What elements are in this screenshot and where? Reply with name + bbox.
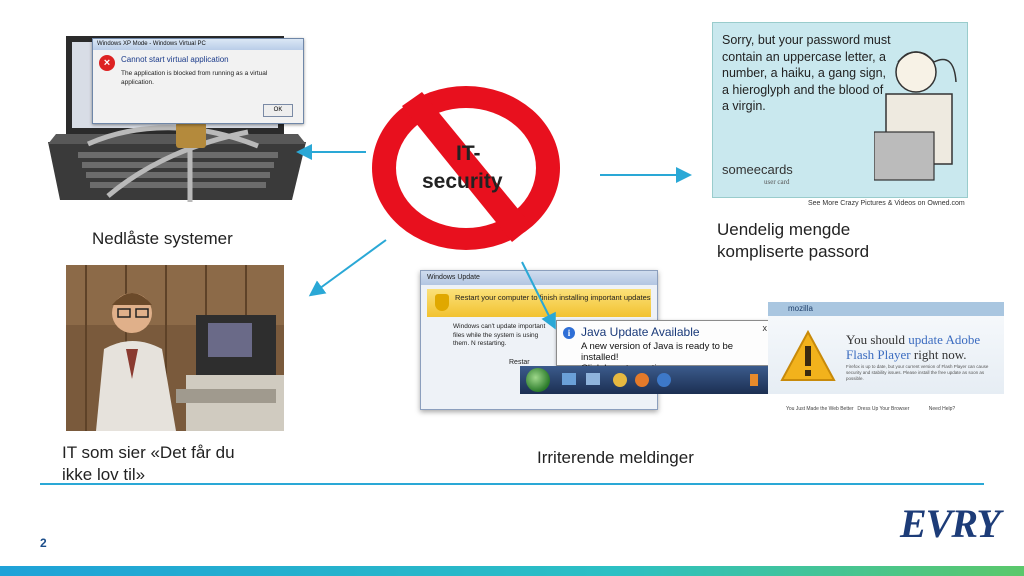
mozilla-title: You should update Adobe Flash Player rig… [846, 332, 1004, 362]
caption-locked-systems: Nedlåste systemer [92, 229, 233, 248]
mozilla-title-b: right now. [910, 347, 967, 362]
xp-dialog-heading: Cannot start virtual application [121, 55, 229, 64]
taskbar-icons [562, 373, 758, 387]
page-number: 2 [40, 536, 47, 550]
mozilla-col-2: Dress Up Your Browser [857, 406, 910, 412]
caption-it-says-line-1: IT som sier «Det får du [62, 443, 235, 462]
windows-update-banner-text: Restart your computer to finish installi… [455, 293, 651, 302]
locked-laptop-image: Windows XP Mode - Windows Virtual PC × C… [48, 22, 320, 212]
mozilla-title-link: update Adobe Flash Player [846, 332, 981, 362]
caption-it-says-line-2: ikke lov til» [62, 465, 146, 484]
mozilla-header-bar: mozilla [768, 302, 1004, 316]
bottom-color-bar [0, 566, 1024, 576]
ecard-footer: See More Crazy Pictures & Videos on Owne… [808, 200, 965, 207]
password-ecard-image: Sorry, but your password must contain an… [712, 22, 968, 208]
sign-text-line-1: IT- [456, 142, 481, 165]
ecard-text: Sorry, but your password must contain an… [722, 33, 891, 113]
evry-logo: EVRY [900, 501, 1001, 546]
caption-passwords: Uendelig mengde kompliserte passord [717, 219, 869, 263]
java-balloon: i Java Update Available A new version of… [556, 320, 772, 374]
frustrated-man-drawing [874, 51, 957, 181]
caption-passwords-line-1: Uendelig mengde [717, 220, 851, 239]
xp-error-dialog: Windows XP Mode - Windows Virtual PC × C… [92, 38, 304, 124]
xp-dialog-message: The application is blocked from running … [121, 70, 268, 86]
footer-rule [40, 483, 984, 485]
windows-update-banner: Restart your computer to finish installi… [427, 289, 651, 317]
ecard-subtitle: user card [764, 178, 790, 186]
java-update-notification: i Java Update Available A new version of… [520, 316, 775, 394]
no-it-security-sign: IT- security [362, 80, 572, 255]
mozilla-col-3: Need Help? [928, 406, 956, 412]
windows-update-restart-button: Restar [509, 359, 530, 366]
caption-passwords-line-2: kompliserte passord [717, 242, 870, 261]
windows-start-icon [526, 368, 550, 392]
mozilla-logo: mozilla [788, 304, 813, 313]
mozilla-small-text: Firefox is up to date, but your current … [846, 364, 989, 381]
java-title: Java Update Available [581, 325, 700, 339]
windows-taskbar [520, 366, 775, 394]
java-message-line-1: A new version of Java is ready to be ins… [581, 341, 734, 363]
caption-it-says-no: IT som sier «Det får du ikke lov til» [62, 442, 235, 486]
mozilla-flash-update-page: mozilla You should update Adobe Flash Pl… [768, 302, 1004, 426]
error-icon: × [99, 55, 115, 71]
retro-it-guy-photo [66, 265, 284, 431]
caption-annoying-messages: Irriterende meldinger [537, 448, 694, 467]
info-icon: i [563, 327, 575, 339]
someecards-logo: someecards [722, 162, 793, 177]
mozilla-title-a: You should [846, 332, 909, 347]
windows-update-body: Windows can't update important files whi… [453, 323, 546, 347]
xp-ok-button: OK [263, 104, 293, 117]
mozilla-columns: You Just Made the Web Better Dress Up Yo… [786, 406, 1004, 412]
shield-icon [435, 294, 449, 311]
mozilla-col-1: You Just Made the Web Better [786, 406, 854, 412]
xp-dialog-title: Windows XP Mode - Windows Virtual PC [93, 39, 303, 50]
windows-update-title: Windows Update [421, 271, 657, 285]
sign-text-line-2: security [422, 170, 503, 193]
warning-icon [780, 330, 836, 381]
close-icon: x [762, 323, 768, 333]
